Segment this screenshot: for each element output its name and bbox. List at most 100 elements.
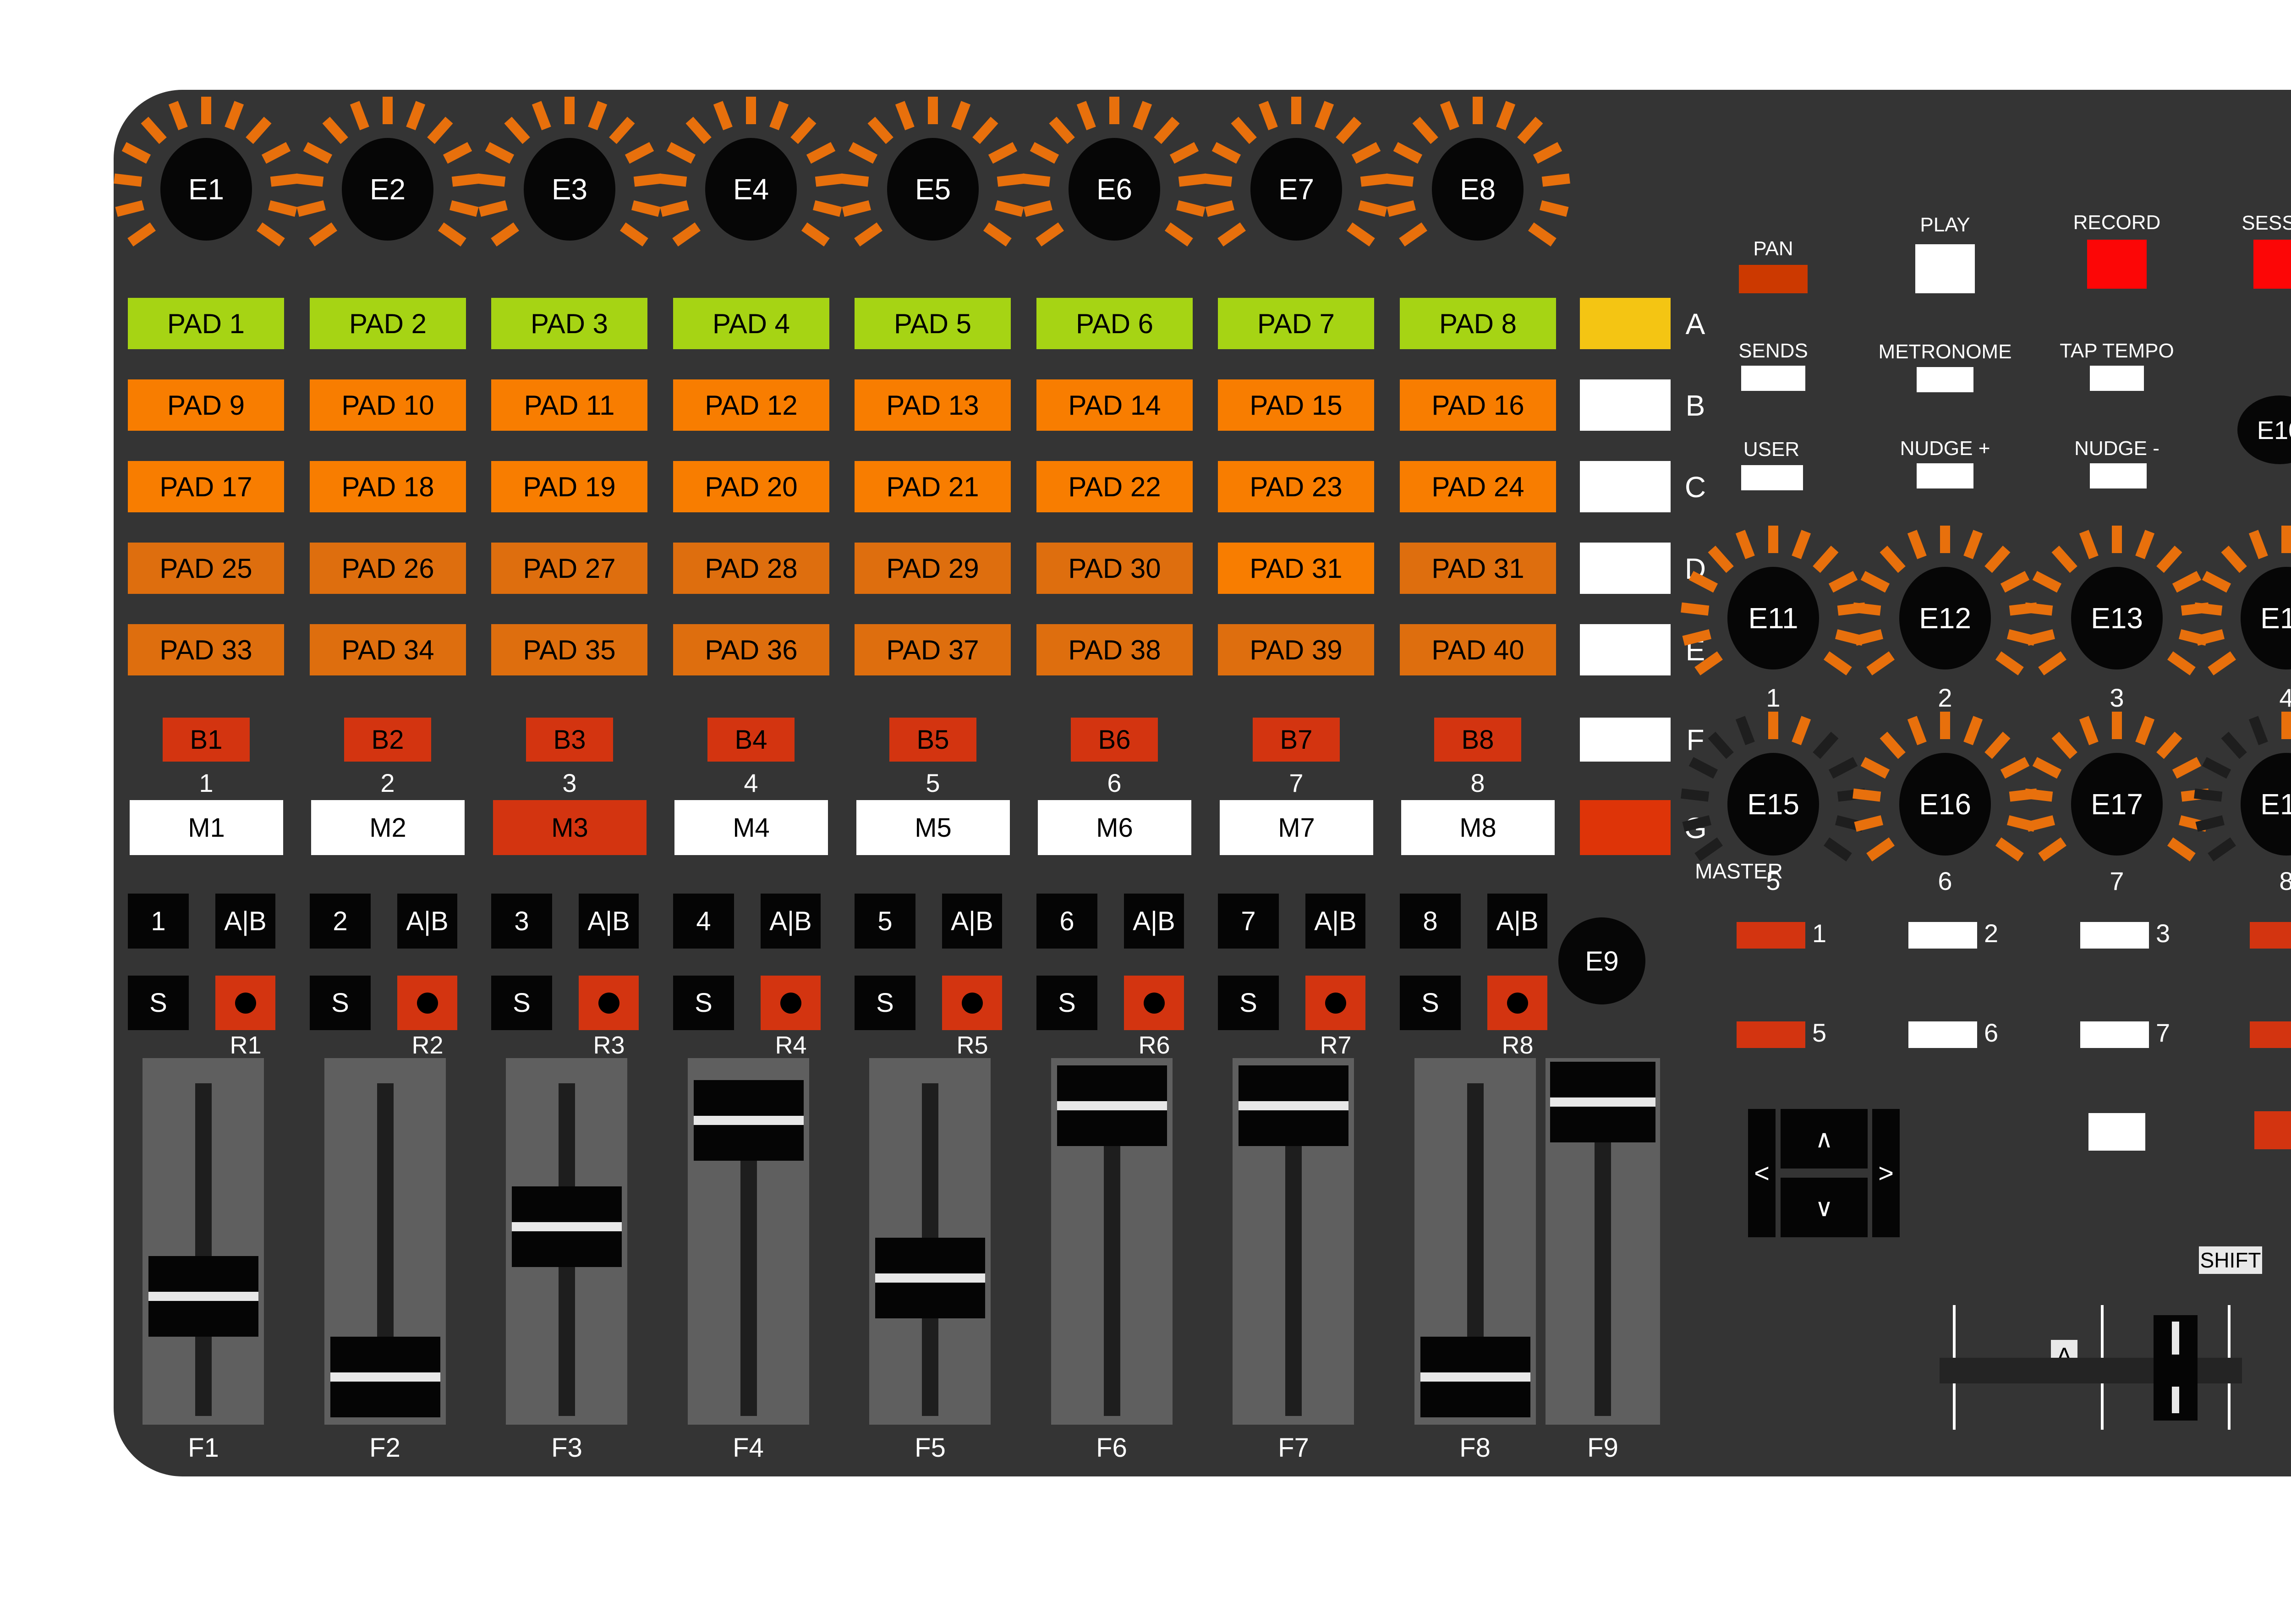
pad-button[interactable]: PAD 17 xyxy=(128,461,284,512)
bank-button[interactable]: B1 xyxy=(163,718,250,762)
preset-button[interactable] xyxy=(2250,1021,2291,1048)
preset-button[interactable] xyxy=(1737,1021,1805,1048)
channel-ab-button[interactable]: A|B xyxy=(1124,894,1184,949)
bank-button[interactable]: B8 xyxy=(1434,718,1521,762)
channel-number-button[interactable]: 3 xyxy=(491,894,552,949)
pad-button[interactable]: PAD 38 xyxy=(1036,624,1193,675)
channel-ab-button[interactable]: A|B xyxy=(942,894,1002,949)
mute-button[interactable]: M7 xyxy=(1220,800,1373,855)
pad-button[interactable]: PAD 1 xyxy=(128,298,284,349)
channel-solo-button[interactable]: S xyxy=(491,976,552,1030)
channel-number-button[interactable]: 1 xyxy=(128,894,189,949)
scene-button-a[interactable] xyxy=(1580,298,1671,349)
pad-button[interactable]: PAD 13 xyxy=(855,379,1011,431)
pad-button[interactable]: PAD 33 xyxy=(128,624,284,675)
pad-button[interactable]: PAD 22 xyxy=(1036,461,1193,512)
channel-ab-button[interactable]: A|B xyxy=(761,894,821,949)
pad-button[interactable]: PAD 4 xyxy=(673,298,829,349)
transport-button-nudge-minus[interactable] xyxy=(2090,463,2147,488)
bank-button[interactable]: B3 xyxy=(526,718,613,762)
pad-button[interactable]: PAD 27 xyxy=(491,543,647,594)
bank-button[interactable]: B2 xyxy=(344,718,431,762)
channel-number-button[interactable]: 4 xyxy=(673,894,734,949)
dpad-left-button[interactable]: < xyxy=(1748,1109,1776,1237)
preset-button[interactable] xyxy=(2080,1021,2149,1048)
mute-button[interactable]: M8 xyxy=(1401,800,1555,855)
scene-button-g[interactable] xyxy=(1580,800,1671,855)
pad-button[interactable]: PAD 12 xyxy=(673,379,829,431)
transport-button-play[interactable] xyxy=(1915,244,1975,293)
fader-track[interactable] xyxy=(1414,1058,1536,1425)
pad-button[interactable]: PAD 30 xyxy=(1036,543,1193,594)
fader-handle[interactable] xyxy=(330,1337,440,1417)
pad-button[interactable]: PAD 19 xyxy=(491,461,647,512)
pad-button[interactable]: PAD 28 xyxy=(673,543,829,594)
pad-button[interactable]: PAD 26 xyxy=(310,543,466,594)
pad-button[interactable]: PAD 11 xyxy=(491,379,647,431)
fader-handle[interactable] xyxy=(875,1238,985,1318)
pad-button[interactable]: PAD 29 xyxy=(855,543,1011,594)
channel-ab-button[interactable]: A|B xyxy=(397,894,457,949)
scene-button-f[interactable] xyxy=(1580,718,1671,762)
bank-button[interactable]: B5 xyxy=(889,718,976,762)
pad-button[interactable]: PAD 37 xyxy=(855,624,1011,675)
preset-button[interactable] xyxy=(1737,922,1805,949)
transport-button-nudge-plus[interactable] xyxy=(1917,463,1973,488)
mute-button[interactable]: M4 xyxy=(674,800,828,855)
transport-button-pan[interactable] xyxy=(1739,265,1808,293)
mute-button[interactable]: M1 xyxy=(130,800,283,855)
pad-button[interactable]: PAD 10 xyxy=(310,379,466,431)
scene-button-e[interactable] xyxy=(1580,624,1671,675)
bank-button[interactable]: B6 xyxy=(1071,718,1158,762)
preset-button[interactable] xyxy=(2250,922,2291,949)
channel-ab-button[interactable]: A|B xyxy=(1487,894,1547,949)
fader-handle[interactable] xyxy=(512,1186,622,1267)
fader-handle[interactable] xyxy=(148,1256,258,1337)
pad-button[interactable]: PAD 24 xyxy=(1400,461,1556,512)
pad-button[interactable]: PAD 15 xyxy=(1218,379,1374,431)
fader-handle[interactable] xyxy=(1550,1062,1655,1142)
channel-record-button[interactable] xyxy=(1487,976,1547,1030)
bank-button[interactable]: B4 xyxy=(707,718,795,762)
pad-button[interactable]: PAD 31 xyxy=(1400,543,1556,594)
channel-solo-button[interactable]: S xyxy=(1400,976,1461,1030)
pad-button[interactable]: PAD 16 xyxy=(1400,379,1556,431)
fader-track[interactable] xyxy=(1546,1058,1660,1425)
pad-button[interactable]: PAD 36 xyxy=(673,624,829,675)
channel-ab-button[interactable]: A|B xyxy=(579,894,639,949)
channel-solo-button[interactable]: S xyxy=(128,976,189,1030)
scene-button-d[interactable] xyxy=(1580,543,1671,594)
pad-button[interactable]: PAD 7 xyxy=(1218,298,1374,349)
mute-button[interactable]: M6 xyxy=(1038,800,1191,855)
channel-ab-button[interactable]: A|B xyxy=(215,894,275,949)
pad-button[interactable]: PAD 34 xyxy=(310,624,466,675)
transport-button-tap-tempo[interactable] xyxy=(2090,366,2144,391)
transport-button-user[interactable] xyxy=(1741,465,1803,490)
channel-ab-button[interactable]: A|B xyxy=(1305,894,1365,949)
fader-track[interactable] xyxy=(324,1058,446,1425)
channel-record-button[interactable] xyxy=(942,976,1002,1030)
channel-record-button[interactable] xyxy=(579,976,639,1030)
transport-button-record[interactable] xyxy=(2087,240,2147,289)
mute-button[interactable]: M3 xyxy=(493,800,647,855)
channel-solo-button[interactable]: S xyxy=(1218,976,1279,1030)
scene-button-b[interactable] xyxy=(1580,379,1671,431)
channel-number-button[interactable]: 8 xyxy=(1400,894,1461,949)
transport-button-metronome[interactable] xyxy=(1917,367,1973,392)
fader-track[interactable] xyxy=(869,1058,991,1425)
channel-solo-button[interactable]: S xyxy=(673,976,734,1030)
fader-handle[interactable] xyxy=(694,1080,804,1161)
channel-record-button[interactable] xyxy=(1305,976,1365,1030)
channel-solo-button[interactable]: S xyxy=(1036,976,1097,1030)
pad-button[interactable]: PAD 35 xyxy=(491,624,647,675)
scene-button-c[interactable] xyxy=(1580,461,1671,512)
pad-button[interactable]: PAD 39 xyxy=(1218,624,1374,675)
fader-track[interactable] xyxy=(1233,1058,1354,1425)
channel-record-button[interactable] xyxy=(761,976,821,1030)
pad-button[interactable]: PAD 25 xyxy=(128,543,284,594)
channel-number-button[interactable]: 6 xyxy=(1036,894,1097,949)
transport-button-session[interactable] xyxy=(2253,240,2291,289)
transport-button-sends[interactable] xyxy=(1741,366,1805,391)
pad-button[interactable]: PAD 9 xyxy=(128,379,284,431)
pad-button[interactable]: PAD 31 xyxy=(1218,543,1374,594)
